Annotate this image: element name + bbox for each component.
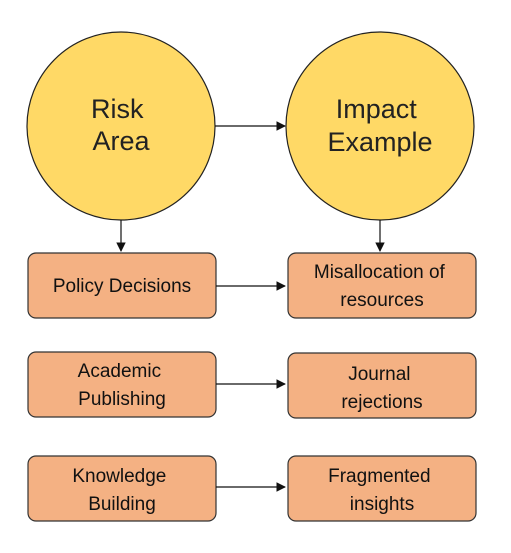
impact-box-fragmented-insights: Fragmented insights — [287, 455, 477, 522]
risk-box-label-line: Building — [88, 494, 156, 515]
risk-area-label-line: Area — [92, 126, 150, 156]
impact-example-circle — [285, 31, 475, 221]
risk-box-label-line: Publishing — [78, 389, 166, 410]
impact-box — [287, 352, 477, 419]
risk-box-label: Policy Decisions — [53, 276, 191, 297]
risk-area-node: Risk Area — [26, 31, 216, 221]
impact-box-label-line: resources — [340, 290, 423, 311]
impact-box-label-line: insights — [350, 494, 414, 515]
impact-box-label: Fragmented insights — [328, 466, 436, 515]
risk-area-label-line: Risk — [91, 94, 144, 124]
impact-box-label-line: Fragmented — [328, 466, 430, 487]
risk-box-label-line: Policy Decisions — [53, 276, 191, 297]
risk-box-label: Academic Publishing — [78, 361, 167, 410]
impact-example-label-line: Example — [327, 127, 432, 157]
risk-box-label: Knowledge Building — [72, 466, 171, 515]
risk-box-policy-decisions: Policy Decisions — [27, 252, 217, 319]
risk-box — [27, 455, 217, 522]
impact-example-node: Impact Example — [285, 31, 475, 221]
impact-box-label-line: Misallocation of — [314, 262, 446, 283]
impact-box-journal-rejections: Journal rejections — [287, 352, 477, 419]
impact-box-label-line: Journal — [348, 364, 410, 385]
risk-box-academic-publishing: Academic Publishing — [27, 351, 217, 418]
risk-box-label-line: Knowledge — [72, 466, 166, 487]
impact-example-label-line: Impact — [336, 94, 418, 124]
risk-box-label-line: Academic — [78, 361, 161, 382]
impact-example-label: Impact Example — [327, 94, 432, 157]
impact-box-misallocation: Misallocation of resources — [287, 252, 477, 319]
risk-box-knowledge-building: Knowledge Building — [27, 455, 217, 522]
impact-box — [287, 455, 477, 522]
impact-box-label: Journal rejections — [341, 364, 422, 413]
risk-area-label: Risk Area — [91, 94, 151, 156]
impact-box-label: Misallocation of resources — [314, 262, 450, 311]
impact-box — [287, 252, 477, 319]
impact-box-label-line: rejections — [341, 392, 422, 413]
